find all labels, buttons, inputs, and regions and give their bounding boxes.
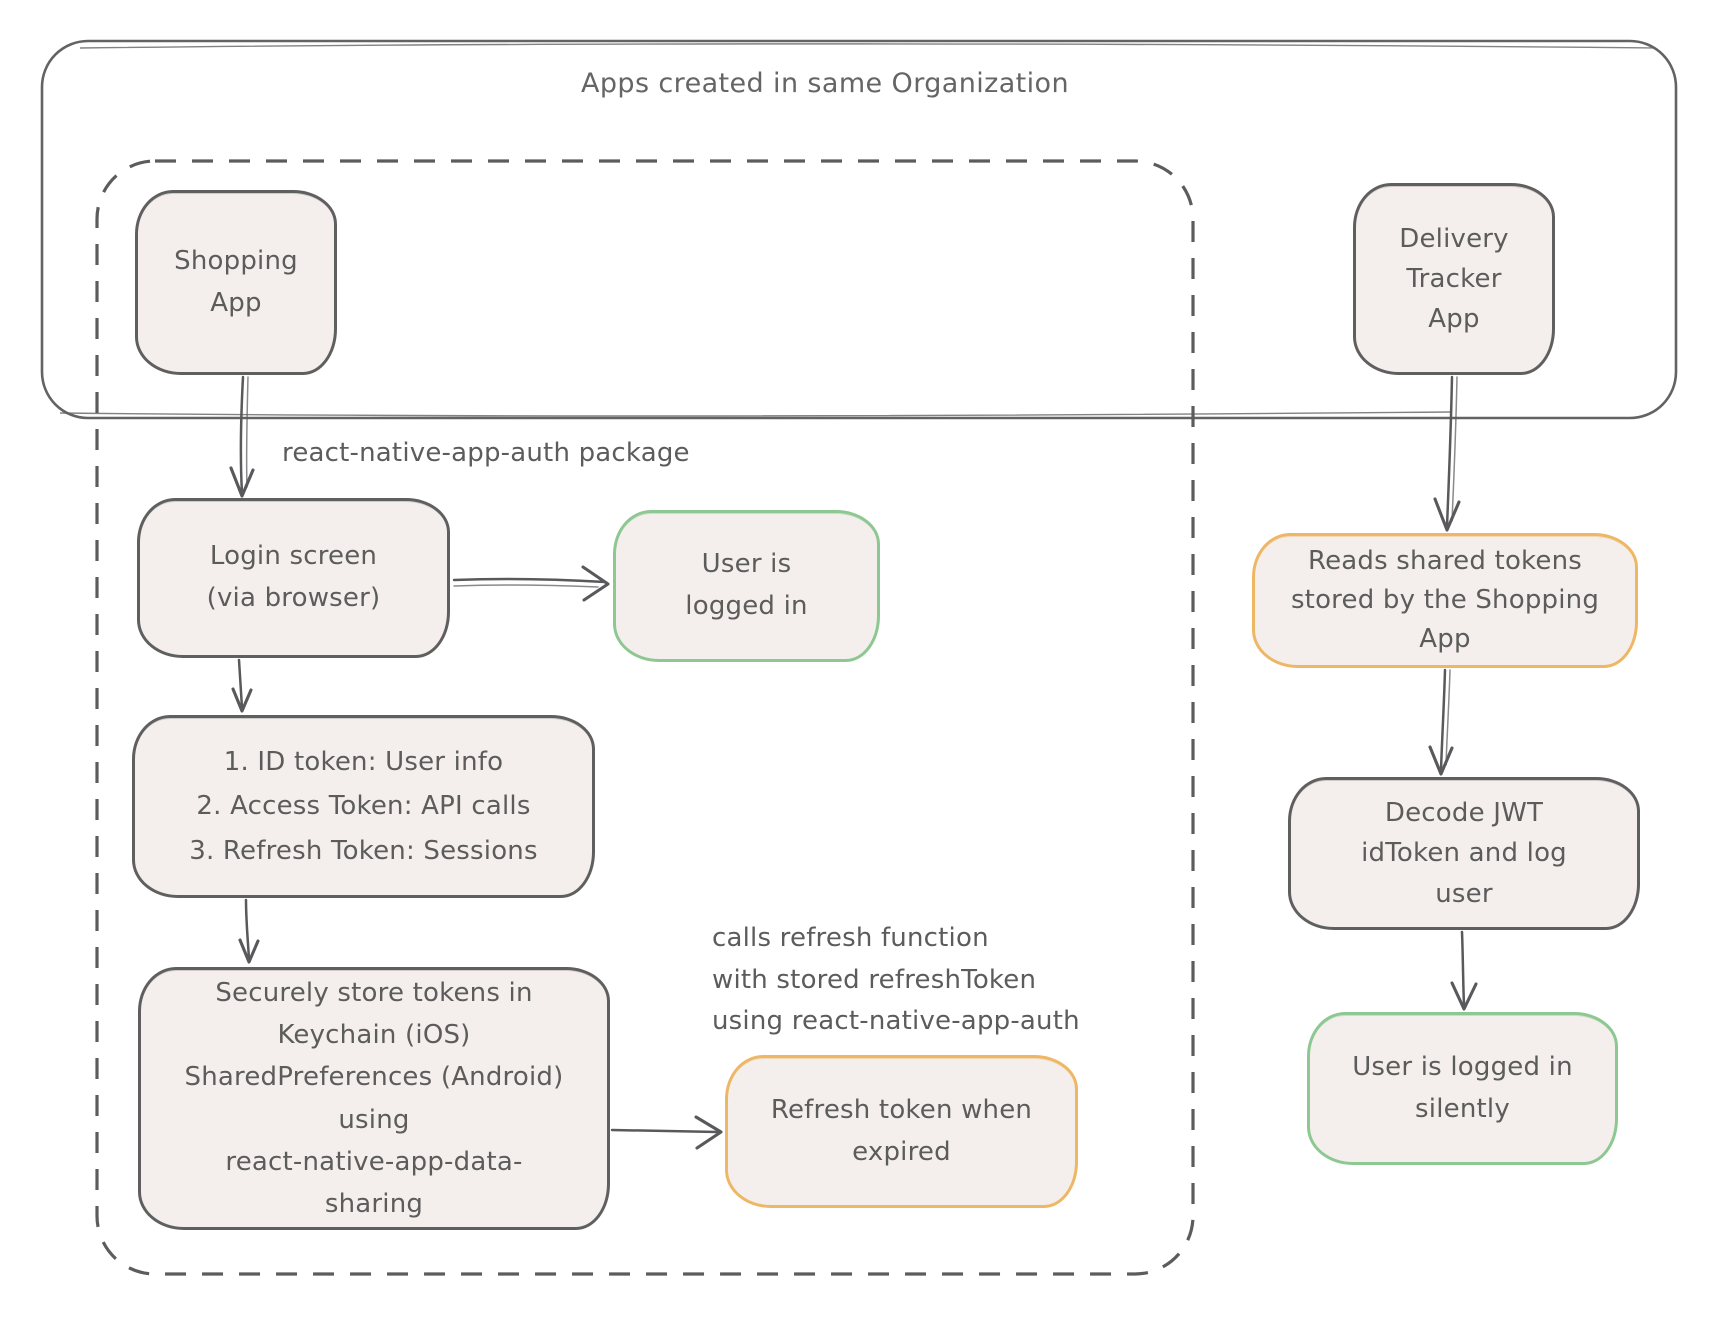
node-refresh-token-expired: Refresh token when expired — [725, 1055, 1078, 1208]
arrow-login-to-tokens — [231, 658, 253, 713]
node-user-logged-in: User is logged in — [613, 510, 880, 662]
arrow-decode-to-silently — [1450, 930, 1478, 1011]
node-login-screen: Login screen (via browser) — [137, 498, 450, 658]
arrow-login-to-loggedin — [452, 565, 610, 602]
edge-label-refresh-note: calls refresh function with stored refre… — [712, 923, 1080, 1037]
edge-label-auth-package: react-native-app-auth package — [282, 438, 690, 468]
arrow-reads-to-decode — [1428, 668, 1454, 776]
node-decode-jwt: Decode JWT idToken and log user — [1288, 777, 1640, 930]
node-logged-in-silently: User is logged in silently — [1307, 1012, 1618, 1165]
node-token-list: 1. ID token: User info 2. Access Token: … — [132, 715, 595, 898]
arrow-delivery-to-reads — [1433, 375, 1461, 532]
node-secure-store: Securely store tokens in Keychain (iOS) … — [138, 967, 610, 1230]
arrow-store-to-refresh — [610, 1115, 723, 1150]
node-shopping-app: Shopping App — [135, 190, 337, 375]
arrow-shopping-to-login — [229, 375, 255, 498]
node-delivery-tracker-app: Delivery Tracker App — [1353, 183, 1555, 375]
node-reads-shared-tokens: Reads shared tokens stored by the Shoppi… — [1252, 533, 1638, 668]
organization-container-title: Apps created in same Organization — [581, 68, 1069, 99]
arrow-tokens-to-store — [238, 898, 260, 964]
